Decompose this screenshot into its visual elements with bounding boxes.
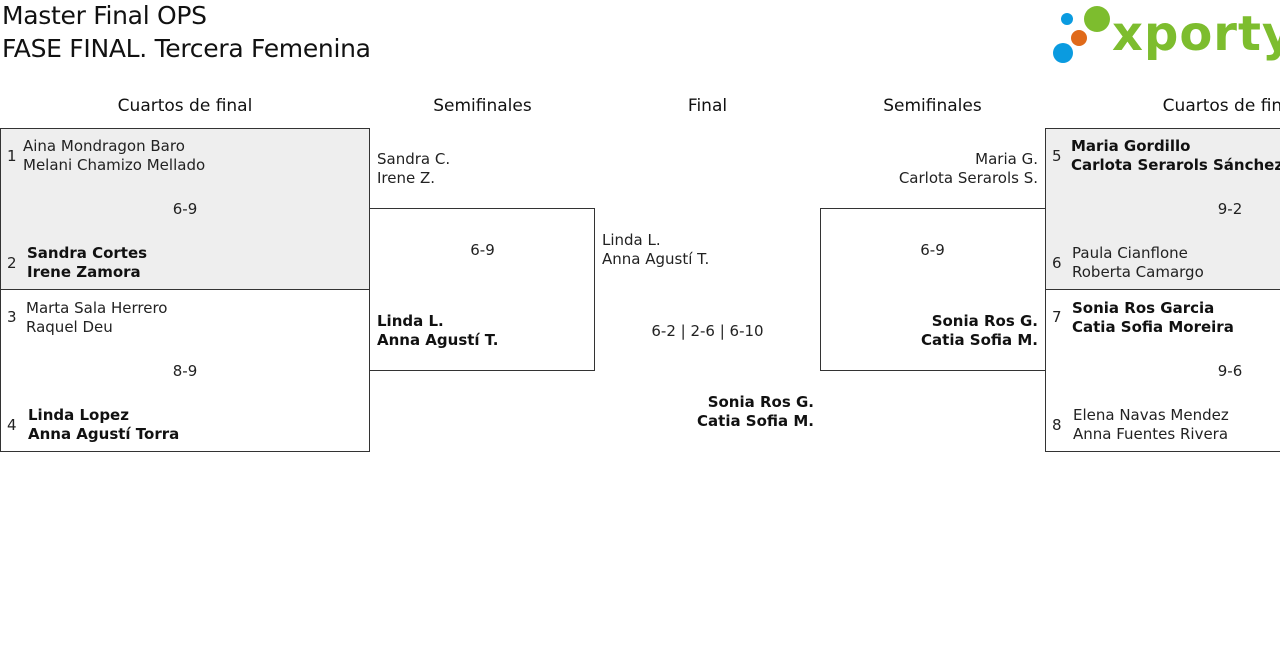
round-header-left-quarters: Cuartos de final (117, 96, 253, 116)
logo-dot-green (1084, 6, 1110, 32)
player-name-winner: Maria Gordillo (1071, 137, 1191, 155)
match-score: 6-9 (470, 241, 495, 259)
logo-dot-orange (1071, 30, 1087, 46)
player-name: Sandra C. (377, 150, 451, 168)
player-name: Melani Chamizo Mellado (23, 156, 206, 174)
match-score: 9-6 (1217, 362, 1243, 380)
seed-number: 8 (1052, 416, 1062, 434)
match-score: 9-2 (1217, 200, 1243, 218)
page-title: Master Final OPS (2, 1, 207, 30)
seed-number: 3 (7, 308, 17, 326)
player-name-winner: Linda L. (377, 312, 444, 330)
logo-dot-blue-small (1061, 13, 1073, 25)
player-name-winner: Catia Sofia Moreira (1072, 318, 1234, 336)
player-name-winner: Anna Agustí Torra (28, 425, 180, 443)
match-qf-4[interactable] (1045, 289, 1280, 452)
player-name: Maria G. (975, 150, 1038, 168)
player-name: Anna Fuentes Rivera (1073, 425, 1229, 443)
round-header-left-semis: Semifinales (433, 96, 532, 116)
match-qf-1[interactable] (0, 128, 370, 290)
page-subtitle: FASE FINAL. Tercera Femenina (2, 34, 371, 63)
player-name: Marta Sala Herrero (26, 299, 168, 317)
player-name: Roberta Camargo (1072, 263, 1204, 281)
player-name-champion: Sonia Ros G. (707, 393, 814, 411)
player-name: Aina Mondragon Baro (23, 137, 185, 155)
final-score: 6-2 | 2-6 | 6-10 (651, 322, 764, 340)
match-sf-left[interactable] (369, 208, 595, 371)
match-score: 6-9 (920, 241, 945, 259)
player-name: Raquel Deu (26, 318, 113, 336)
player-name-winner: Irene Zamora (27, 263, 141, 281)
player-name-champion: Catia Sofia M. (697, 412, 814, 430)
player-name: Irene Z. (377, 169, 436, 187)
player-name: Linda L. (602, 231, 661, 249)
seed-number: 7 (1052, 308, 1062, 326)
xporty-logo[interactable]: xporty (1052, 4, 1280, 66)
logo-wordmark: xporty (1112, 6, 1280, 62)
player-name: Elena Navas Mendez (1073, 406, 1229, 424)
player-name-winner: Anna Agustí T. (377, 331, 499, 349)
player-name-winner: Catia Sofia M. (921, 331, 1038, 349)
player-name: Carlota Serarols S. (898, 169, 1038, 187)
player-name-winner: Sonia Ros G. (931, 312, 1038, 330)
match-score: 8-9 (172, 362, 198, 380)
player-name-winner: Sonia Ros Garcia (1072, 299, 1215, 317)
player-name: Paula Cianflone (1072, 244, 1188, 262)
xporty-logo-mark (1053, 6, 1110, 63)
seed-number: 1 (7, 147, 17, 165)
player-name-winner: Carlota Serarols Sánchez (1071, 156, 1280, 174)
player-name: Anna Agustí T. (602, 250, 710, 268)
seed-number: 6 (1052, 254, 1062, 272)
match-score: 6-9 (172, 200, 198, 218)
seed-number: 5 (1052, 147, 1062, 165)
logo-dot-blue-large (1053, 43, 1073, 63)
player-name-winner: Sandra Cortes (27, 244, 148, 262)
seed-number: 2 (7, 254, 17, 272)
round-header-final: Final (687, 96, 728, 116)
seed-number: 4 (7, 416, 17, 434)
player-name-winner: Linda Lopez (28, 406, 129, 424)
match-qf-3[interactable] (1045, 128, 1280, 290)
round-header-right-semis: Semifinales (883, 96, 982, 116)
round-header-right-quarters: Cuartos de final (1162, 96, 1280, 116)
